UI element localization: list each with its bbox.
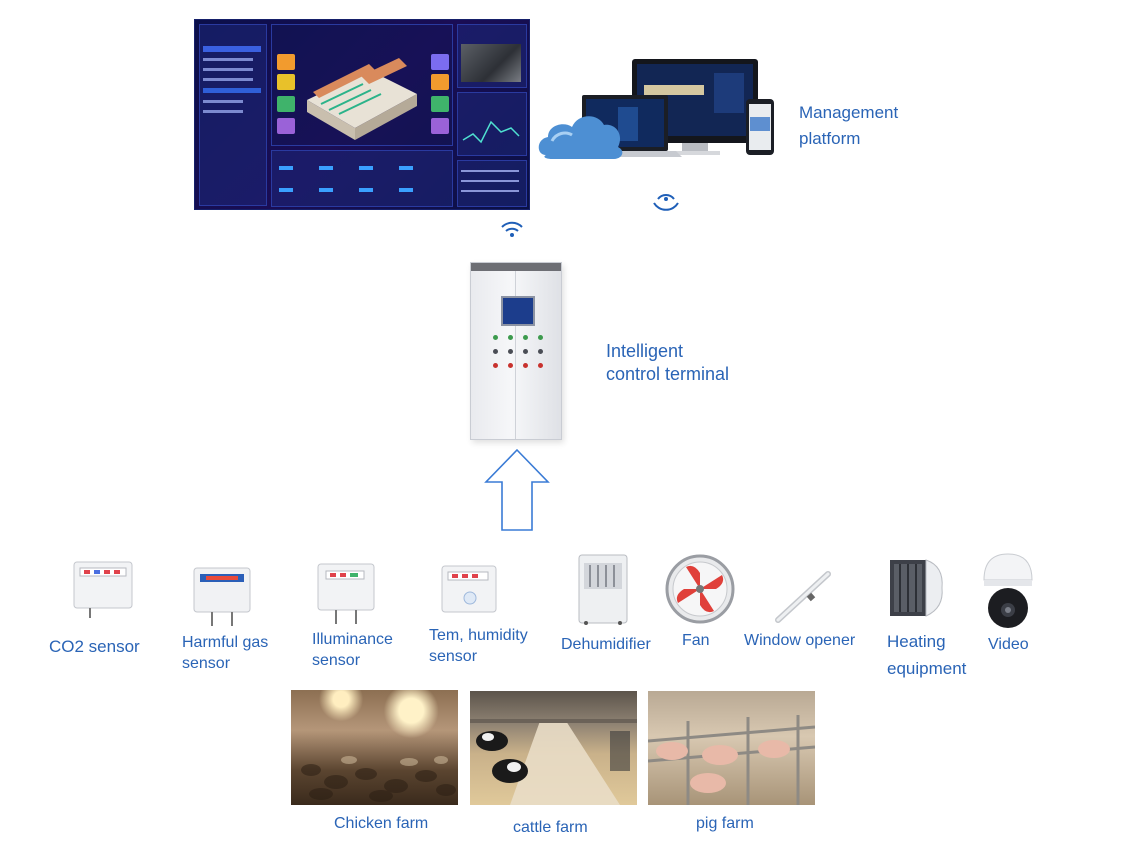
device-heat-line-1: Heating (887, 632, 946, 651)
gas-sensor-icon (193, 567, 251, 626)
dashboard-line-graph (462, 120, 520, 144)
device-label-fan: Fan (682, 630, 710, 651)
fan-icon (665, 554, 735, 624)
label-management-line-2: platform (799, 129, 861, 148)
video-camera-icon (983, 553, 1033, 628)
dehumidifier-icon (578, 554, 628, 625)
device-fan-line-1: Fan (682, 632, 710, 649)
cattle-farm-photo (470, 691, 637, 805)
farm-label-pig: pig farm (696, 815, 754, 832)
control-cabinet-icon (470, 262, 562, 440)
dashboard-screenshot (194, 19, 530, 210)
illuminance-sensor-icon (317, 563, 375, 624)
co2-sensor-icon (73, 561, 133, 618)
barn-3d-model (307, 58, 417, 140)
device-lux-line-2: sensor (312, 652, 361, 669)
wifi-icon (501, 221, 523, 237)
device-label-gas: Harmful gas sensor (182, 632, 268, 674)
pig-farm-photo (648, 691, 815, 805)
label-control-terminal: Intelligent control terminal (606, 340, 729, 386)
label-control-line-2: control terminal (606, 364, 730, 384)
device-label-temp: Tem, humidity sensor (429, 625, 528, 667)
device-temp-line-1: Tem, humidity (429, 627, 528, 644)
device-label-co2: CO2 sensor (49, 636, 140, 657)
label-management-platform: Management platform (799, 100, 898, 152)
device-heat-line-2: equipment (887, 659, 967, 678)
device-label-window-opener: Window opener (744, 630, 855, 651)
window-opener-icon (775, 571, 831, 623)
heating-equipment-icon (890, 559, 943, 617)
up-arrow-icon (484, 448, 550, 531)
device-label-video: Video (988, 634, 1029, 655)
cloud-devices-illustration (538, 59, 774, 211)
farm-label-chicken: Chicken farm (334, 815, 429, 832)
label-management-line-1: Management (799, 103, 899, 122)
farm-label-cattle: cattle farm (513, 819, 588, 836)
device-video-line-1: Video (988, 636, 1029, 653)
device-co2-line-1: CO2 sensor (49, 637, 140, 656)
device-lux-line-1: Illuminance (312, 631, 393, 648)
wifi-icon-platform (653, 194, 679, 211)
device-gas-line-2: sensor (182, 655, 231, 672)
device-label-heating: Heating equipment (887, 628, 966, 682)
label-control-line-1: Intelligent (606, 341, 684, 361)
device-label-dehumidifier: Dehumidifier (561, 634, 651, 655)
device-dehum-line-1: Dehumidifier (561, 636, 651, 653)
device-gas-line-1: Harmful gas (182, 634, 269, 651)
device-temp-line-2: sensor (429, 648, 478, 665)
device-label-illuminance: Illuminance sensor (312, 629, 393, 671)
temp-humidity-sensor-icon (441, 565, 497, 613)
chicken-farm-photo (291, 690, 458, 805)
device-window-line-1: Window opener (744, 632, 856, 649)
